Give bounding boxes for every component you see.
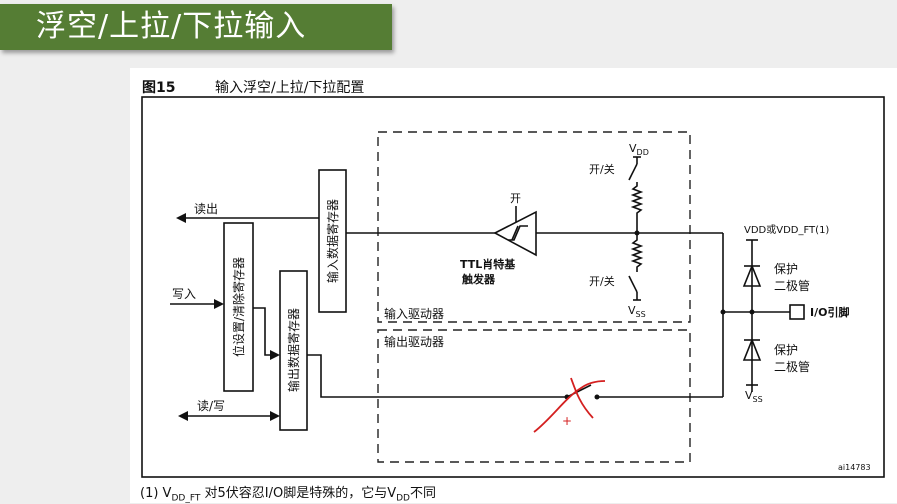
schmitt-label-1: TTL肖特基	[460, 257, 516, 271]
io-pin-pad	[789, 304, 805, 320]
pullup-switch-icon	[628, 163, 638, 181]
input-driver-label: 输入驱动器	[384, 306, 444, 321]
pullup-resistor-icon	[630, 182, 644, 233]
io-pin-label: I/O引脚	[810, 305, 849, 319]
vss-mid-label: VSS	[628, 304, 646, 319]
input-data-register	[318, 169, 347, 313]
figure-id-code: ai14783	[838, 463, 871, 472]
input-data-register-label: 输入数据寄存器	[325, 199, 340, 283]
read-write-right-arrow-icon	[270, 411, 280, 421]
write-label: 写入	[172, 287, 196, 301]
bitset-to-output-arrow-icon	[270, 350, 280, 360]
diode-bottom-label-1: 保护	[774, 343, 798, 357]
diode-bottom-label-2: 二极管	[774, 359, 810, 374]
bit-set-reset-register	[223, 222, 254, 392]
bit-set-reset-register-label: 位设置/清除寄存器	[231, 257, 246, 357]
switch-top-label: 开/关	[589, 162, 615, 176]
figure-title: 输入浮空/上拉/下拉配置	[215, 80, 365, 96]
diagram-frame	[141, 96, 885, 478]
diode-top-label-2: 二极管	[774, 278, 810, 293]
input-driver-box	[377, 131, 691, 323]
protection-diode-bottom-icon	[742, 337, 762, 361]
figure-panel	[130, 68, 897, 503]
vss-bottom-label: VSS	[745, 389, 763, 404]
write-arrow-icon	[214, 299, 224, 309]
vdd-label: VDD	[629, 142, 649, 157]
footnote: (1) VDD_FT 对5伏容忍I/O脚是特殊的，它与VDD不同	[140, 486, 436, 504]
protection-diode-top-icon	[742, 263, 762, 287]
read-arrow-icon	[176, 213, 186, 223]
schmitt-on-label: 开	[510, 192, 521, 205]
output-data-register-label: 输出数据寄存器	[286, 308, 301, 392]
figure-label: 图15	[142, 80, 176, 96]
red-annotation-cross	[570, 377, 594, 419]
schmitt-label-2: 触发器	[461, 272, 496, 286]
read-write-left-arrow-icon	[178, 411, 188, 421]
pulldown-resistor-icon	[630, 233, 644, 272]
pulldown-switch-icon	[628, 275, 638, 293]
diode-top-label-1: 保护	[774, 262, 798, 276]
red-annotation-plus: +	[562, 414, 572, 428]
slide-title: 浮空/上拉/下拉输入	[36, 9, 307, 44]
output-driver-label: 输出驱动器	[384, 334, 444, 349]
vdd-or-vddft-label: VDD或VDD_FT(1)	[744, 224, 829, 236]
read-write-label: 读/写	[197, 399, 225, 413]
output-driver-box	[377, 329, 691, 463]
read-label: 读出	[194, 202, 218, 216]
switch-bottom-label: 开/关	[589, 274, 615, 288]
output-data-register	[279, 270, 308, 431]
slide-title-bar: 浮空/上拉/下拉输入	[0, 4, 392, 50]
